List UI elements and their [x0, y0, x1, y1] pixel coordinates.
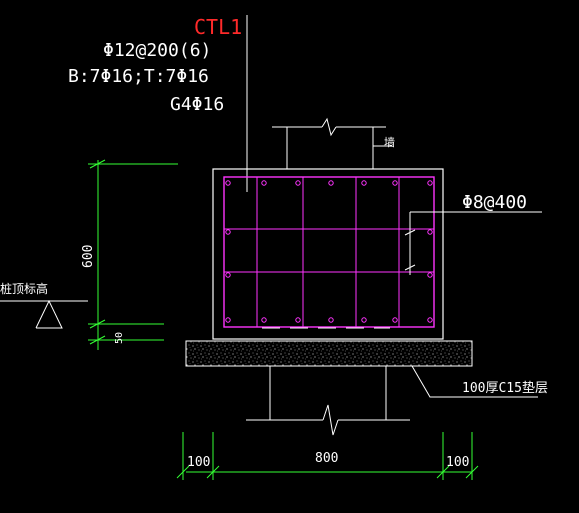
wall-above: [272, 117, 392, 169]
pile-top-label: 桩顶标高: [0, 281, 48, 296]
rebar-dot: [427, 180, 433, 186]
rebar-dot: [361, 317, 367, 323]
rebar-dot: [361, 180, 367, 186]
rebar-dot: [225, 180, 231, 186]
pile-top-elevation-marker: [0, 299, 88, 329]
rebar-dot: [225, 317, 231, 323]
bottom-dim-left: 100: [187, 455, 210, 470]
cap-beam-outline: [212, 168, 444, 340]
rebar-dot: [392, 317, 398, 323]
bottom-dimension: [176, 432, 479, 480]
stirrup-outer: [223, 176, 435, 328]
rebar-dot: [328, 180, 334, 186]
rebar-dot: [427, 317, 433, 323]
bottom-dim-center: 800: [315, 451, 338, 466]
height-dimension: [88, 159, 178, 350]
rebar-cage: [223, 176, 435, 328]
rebar-dot: [295, 317, 301, 323]
side-rebar-label: Φ8@400: [462, 192, 527, 213]
side-bar-note: G4Φ16: [170, 94, 224, 115]
longitudinal-bar-note: B:7Φ16;T:7Φ16: [68, 66, 209, 87]
bedding-leader: [411, 365, 538, 398]
rebar-dot: [225, 229, 231, 235]
side-rebar-leader: [404, 211, 542, 275]
small-dim-label: 50: [114, 332, 125, 344]
rebar-dot: [392, 180, 398, 186]
bedding-layer: [185, 340, 473, 367]
rebar-dot: [261, 180, 267, 186]
bottom-dim-right: 100: [446, 455, 469, 470]
bedding-label: 100厚C15垫层: [462, 380, 548, 396]
rebar-dot: [225, 272, 231, 278]
rebar-dot: [328, 317, 334, 323]
rebar-dot: [427, 272, 433, 278]
rebar-dot: [295, 180, 301, 186]
rebar-dot: [261, 317, 267, 323]
pile-below: [246, 366, 410, 436]
stirrup-note: Φ12@200(6): [103, 40, 211, 61]
wall-label: 墙: [384, 135, 395, 149]
height-dim-label: 600: [81, 245, 96, 268]
rebar-dot: [427, 229, 433, 235]
drawing-title: CTL1: [194, 15, 242, 39]
